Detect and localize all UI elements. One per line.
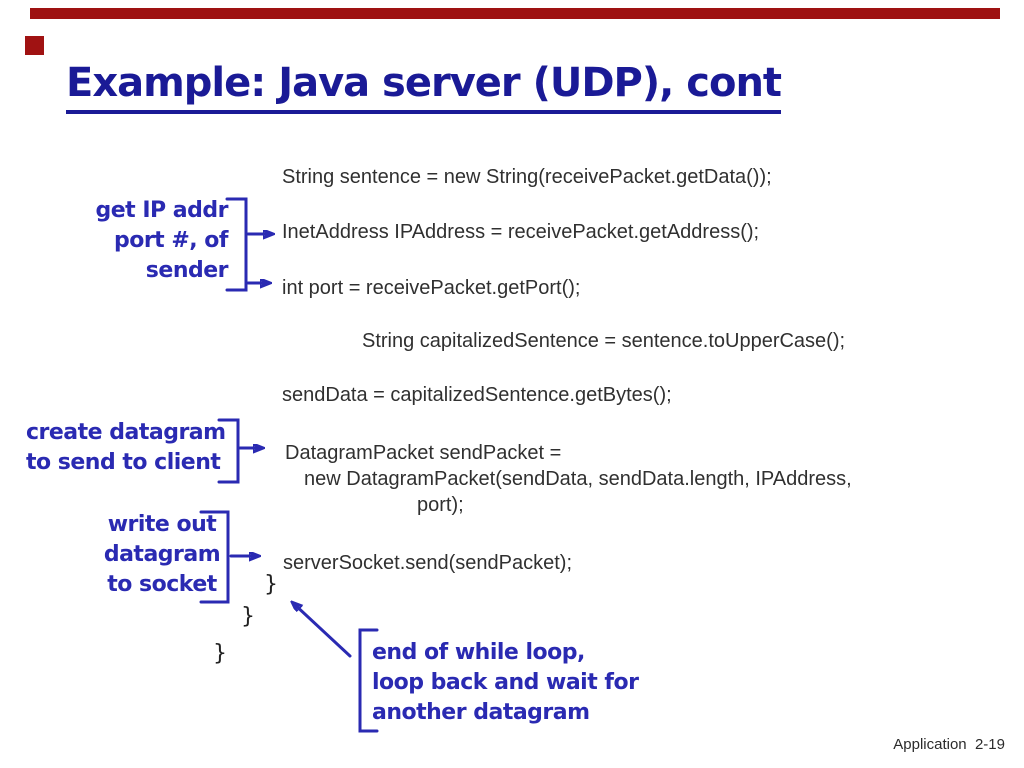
- code-line-senddata: sendData = capitalizedSentence.getBytes(…: [282, 384, 672, 406]
- bracket-get-ip-icon: [225, 197, 248, 292]
- code-line-int-port: int port = receivePacket.getPort();: [282, 277, 581, 299]
- bullet-square: [25, 36, 44, 55]
- slide-title: Example: Java server (UDP), cont: [66, 60, 782, 114]
- note-get-ip-addr: get IP addr port #, of sender: [95, 198, 228, 283]
- closing-brace-1: }: [264, 572, 278, 597]
- code-line-datagrampacket: DatagramPacket sendPacket =: [285, 442, 562, 464]
- arrow-to-closing-brace-icon: [293, 603, 352, 658]
- code-line-serversocket-send: serverSocket.send(sendPacket);: [283, 552, 573, 574]
- closing-brace-3: }: [213, 641, 227, 666]
- note-create-datagram: create datagram to send to client: [26, 420, 226, 475]
- page-number: Application 2-19: [893, 736, 1005, 753]
- note-end-while-loop: end of while loop, loop back and wait fo…: [372, 640, 639, 725]
- note-write-out: write out datagram to socket: [103, 512, 221, 597]
- code-line-port-arg: port);: [417, 494, 464, 516]
- code-line-inetaddress: InetAddress IPAddress = receivePacket.ge…: [282, 221, 760, 243]
- code-line-capitalized-sentence: String capitalizedSentence = sentence.to…: [362, 330, 846, 352]
- top-rule-bar: [30, 8, 1000, 19]
- code-line-new-datagrampacket: new DatagramPacket(sendData, sendData.le…: [304, 468, 852, 490]
- code-line-string-sentence: String sentence = new String(receivePack…: [282, 166, 772, 188]
- closing-brace-2: }: [241, 604, 255, 629]
